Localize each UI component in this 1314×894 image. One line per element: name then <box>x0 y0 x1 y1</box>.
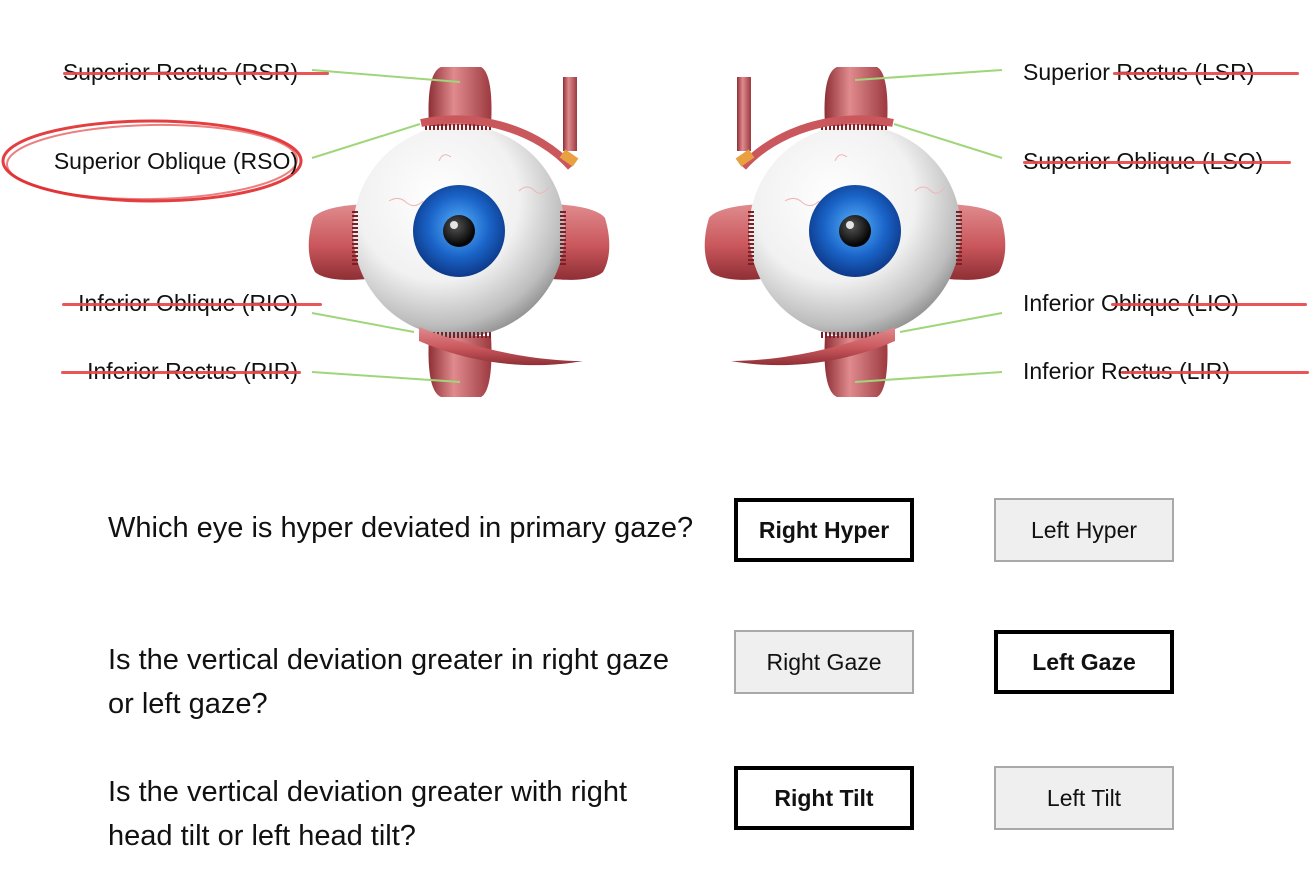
left-eye-illustration <box>705 67 1006 397</box>
label-left-inferior-rectus[interactable]: Inferior Rectus (LIR) <box>1023 358 1309 384</box>
strike-mark <box>1023 161 1291 164</box>
right-eye-illustration <box>309 67 610 397</box>
left-tilt-button[interactable]: Left Tilt <box>994 766 1174 830</box>
question-hyper-eye: Which eye is hyper deviated in primary g… <box>108 512 694 544</box>
label-right-superior-oblique[interactable]: Superior Oblique (RSO) <box>53 148 298 174</box>
label-right-inferior-oblique[interactable]: Inferior Oblique (RIO) <box>62 290 323 316</box>
label-left-inferior-oblique[interactable]: Inferior Oblique (LIO) <box>1023 290 1307 316</box>
label-left-superior-rectus[interactable]: Superior Rectus (LSR) <box>1023 59 1299 85</box>
strike-mark <box>61 371 302 374</box>
strike-mark <box>62 303 323 306</box>
strike-mark <box>1121 371 1309 374</box>
rso-highlight-circle <box>1 119 303 203</box>
question-head-tilt: Is the vertical deviation greater with r… <box>108 776 628 852</box>
right-tilt-button[interactable]: Right Tilt <box>734 766 914 830</box>
label-right-inferior-rectus[interactable]: Inferior Rectus (RIR) <box>61 358 302 384</box>
strike-mark <box>1113 72 1299 75</box>
leader-lines <box>311 69 1003 383</box>
left-hyper-button[interactable]: Left Hyper <box>994 498 1174 562</box>
label-right-superior-rectus[interactable]: Superior Rectus (RSR) <box>62 59 329 85</box>
strike-mark <box>62 72 329 75</box>
right-hyper-button[interactable]: Right Hyper <box>734 498 914 562</box>
strike-mark <box>1111 303 1307 306</box>
eye-muscle-diagram <box>1 0 1314 420</box>
question-gaze: Is the vertical deviation greater in rig… <box>108 644 669 720</box>
left-gaze-button[interactable]: Left Gaze <box>994 630 1174 694</box>
right-gaze-button[interactable]: Right Gaze <box>734 630 914 694</box>
label-left-superior-oblique[interactable]: Superior Oblique (LSO) <box>1023 148 1291 174</box>
